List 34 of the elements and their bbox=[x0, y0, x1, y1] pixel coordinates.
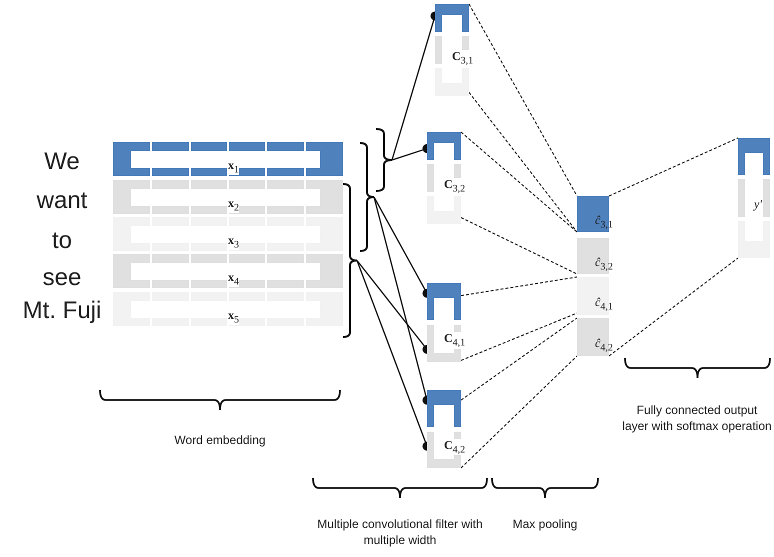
embedding-row bbox=[113, 180, 343, 214]
bracket bbox=[360, 142, 374, 252]
dashed-connector bbox=[608, 258, 738, 356]
math-symbol: C$_{4,1}$ bbox=[444, 332, 466, 349]
dashed-connector bbox=[468, 4, 578, 196]
math-symbol: y' bbox=[754, 198, 762, 210]
math-symbol: ĉ$_{3,2}$ bbox=[595, 256, 613, 272]
dashed-connector bbox=[460, 318, 578, 401]
stage-label: Fully connected output layer with softmax operation bbox=[622, 402, 772, 434]
output-vector bbox=[738, 138, 770, 258]
stage-label: Multiple convolutional filter with multiple width bbox=[316, 516, 484, 548]
word-label: We bbox=[43, 147, 81, 177]
stage-label: Max pooling bbox=[512, 516, 578, 532]
dashed-connector bbox=[460, 217, 578, 274]
bracket bbox=[376, 128, 392, 192]
bracket bbox=[343, 183, 357, 338]
math-symbol: ĉ$_{4,2}$ bbox=[595, 337, 613, 354]
dashed-connector bbox=[460, 312, 578, 361]
dashed-connector bbox=[460, 276, 578, 296]
embedding-row bbox=[113, 142, 343, 176]
word-label: want bbox=[36, 186, 88, 216]
dashed-connector bbox=[460, 132, 578, 232]
math-symbol: ĉ$_{4,1}$ bbox=[595, 296, 613, 312]
dashed-connector bbox=[468, 92, 578, 232]
math-symbol: C$_{3,1}$ bbox=[452, 50, 474, 66]
embedding-row bbox=[113, 254, 343, 288]
dashed-connector bbox=[460, 356, 578, 468]
math-symbol: C$_{4,2}$ bbox=[444, 438, 466, 456]
math-symbol: C$_{3,2}$ bbox=[444, 178, 466, 194]
word-label: to bbox=[50, 226, 73, 256]
dashed-connector bbox=[608, 138, 738, 196]
stage-label: Word embedding bbox=[173, 432, 267, 448]
word-label: Mt. Fuji bbox=[22, 296, 102, 326]
word-label: see bbox=[42, 263, 82, 293]
